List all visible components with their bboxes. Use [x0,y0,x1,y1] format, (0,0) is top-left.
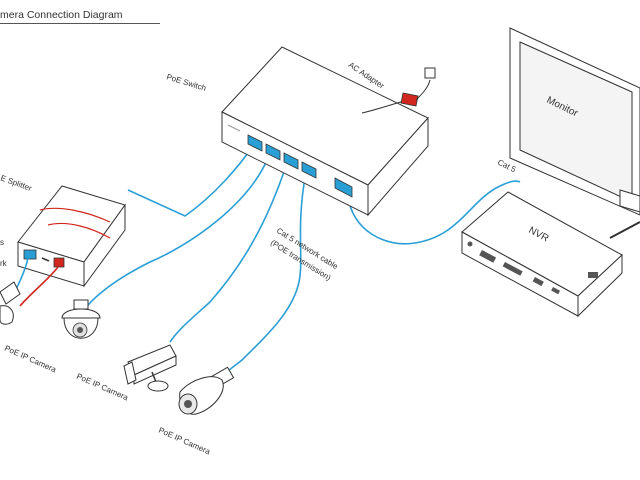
switch-port-5 [334,177,353,198]
cable-switch-to-nvr [347,180,521,245]
poe-switch-label: PoE Switch [165,72,207,93]
splitter-side-label-a: s [0,238,4,247]
poe-splitter-icon [17,185,126,288]
power-cable-splitter-to-camera [19,266,59,307]
camera-2-label: PoE IP Camera [75,372,130,403]
dome-camera-icon [61,299,101,339]
cable-switch-to-bullet-camera [221,171,307,377]
bullet-camera-icon [178,366,235,415]
splitter-label: E Splitter [0,173,33,193]
switch-port-1 [247,134,263,152]
switch-port-2 [265,143,281,161]
camera-1-label: PoE IP Camera [3,344,58,375]
diagram-title: mera Connection Diagram [0,9,123,21]
title-underline [0,23,160,24]
camera-3-label: PoE IP Camera [157,426,212,457]
switch-port-3 [283,152,299,170]
cable-switch-to-box-camera [169,165,287,343]
monitor-icon [509,27,640,239]
box-camera-icon [123,344,177,392]
switch-port-4 [301,161,317,179]
cable-switch-to-dome-camera [87,157,269,306]
poe-switch-icon [221,46,429,217]
splitter-side-label-b: rk [0,259,8,268]
ac-adapter-icon [361,67,436,114]
nvr-icon [461,191,623,318]
bullet-camera-icon [0,281,21,325]
